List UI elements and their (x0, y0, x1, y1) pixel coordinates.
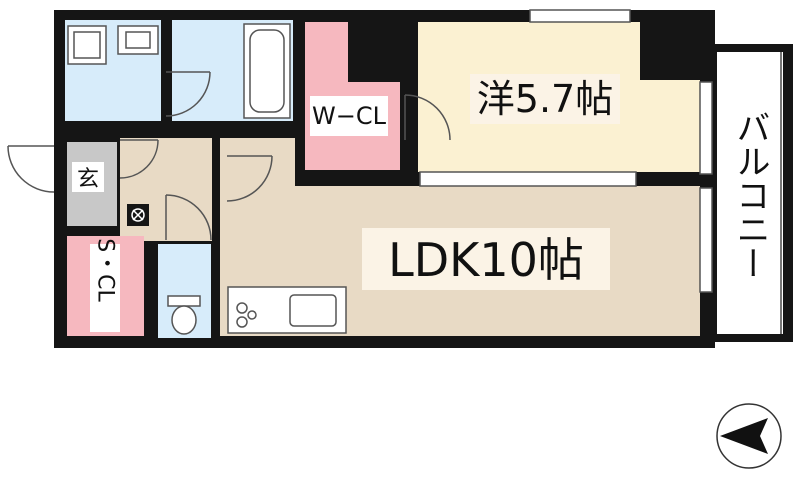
balcony (712, 44, 793, 342)
north-arrow-icon (716, 403, 782, 469)
entrance-label: 玄 (77, 167, 99, 192)
door-swings (7, 71, 451, 241)
windows (419, 9, 713, 293)
washing-machine-icon (67, 25, 107, 65)
shoe-closet-label: S・CL (93, 238, 118, 302)
washbasin-icon (117, 25, 159, 55)
bathtub-icon (243, 23, 291, 119)
ldk-label-bg (362, 228, 610, 290)
wcl-label: W−CL (312, 102, 387, 130)
kitchen-counter-icon (227, 286, 347, 334)
entrance-label-bg (72, 162, 104, 192)
toilet-icon (167, 295, 201, 335)
scl-label-bg (90, 244, 120, 332)
meter-box-icon (127, 204, 149, 226)
western-room-label: 洋5.7帖 (477, 77, 613, 121)
western-label-bg (470, 74, 620, 124)
ldk-room-label: LDK10帖 (388, 233, 584, 287)
balcony-label: バルコニー (730, 110, 770, 280)
wcl-label-bg (310, 96, 388, 136)
